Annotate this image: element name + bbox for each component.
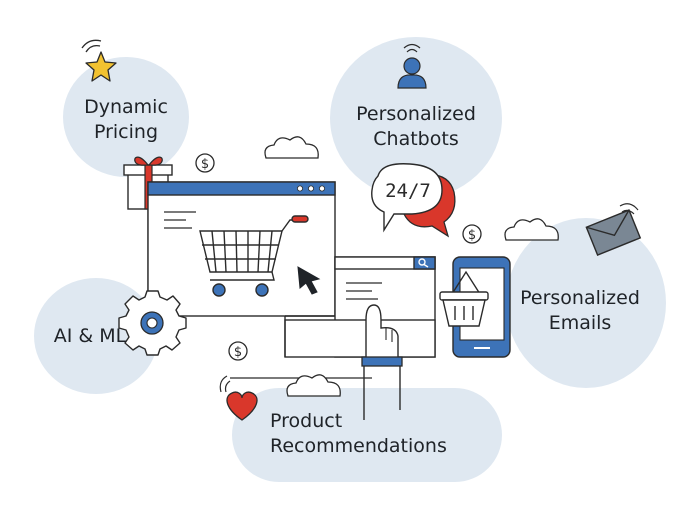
shopping-cart-icon [199, 215, 309, 297]
dynamic-pricing-line2: Pricing [93, 121, 159, 143]
dollar-coin-icon: $ [195, 153, 215, 173]
cloud-icon [264, 136, 319, 159]
dollar-symbol: $ [234, 345, 242, 360]
gear-icon [118, 290, 187, 356]
recommendations-label: Product Recommendations [270, 409, 470, 459]
emails-label: Personalized Emails [512, 286, 648, 336]
dollar-coin-icon: $ [462, 224, 482, 244]
dynamic-pricing-line1: Dynamic [84, 96, 168, 118]
emails-blob [506, 218, 666, 388]
envelope-icon [585, 203, 642, 256]
dollar-symbol: $ [468, 228, 476, 243]
dollar-coin-icon: $ [228, 341, 248, 361]
dynamic-pricing-blob [63, 57, 189, 177]
dollar-symbol: $ [201, 157, 209, 172]
cursor-icon [297, 266, 321, 295]
recommendations-line2: Recommendations [270, 435, 447, 457]
ai-ml-line1: AI & ML [53, 325, 127, 347]
chatbots-line1: Personalized [356, 103, 476, 125]
recommendations-line1: Product [270, 410, 343, 432]
recommendations-blob [232, 388, 502, 482]
chatbots-label: Personalized Chatbots [330, 102, 502, 152]
user-icon [397, 43, 427, 89]
basket-icon [439, 270, 489, 327]
heart-icon [219, 375, 258, 421]
emails-line2: Emails [548, 312, 612, 334]
search-icon [418, 258, 429, 268]
emails-line1: Personalized [520, 287, 640, 309]
cloud-icon [286, 374, 341, 397]
chat-bubble-icon: 24/7 [371, 163, 456, 238]
chatbots-line2: Chatbots [373, 128, 459, 150]
window-panel [284, 319, 436, 358]
pointing-hand-icon [361, 304, 403, 420]
dynamic-pricing-label: Dynamic Pricing [63, 95, 189, 145]
smartphone-icon [452, 256, 511, 358]
star-icon [81, 39, 117, 82]
ai-ml-label: AI & ML [40, 324, 140, 349]
chat-bubble-text: 24/7 [385, 180, 431, 202]
cloud-icon [504, 218, 559, 241]
